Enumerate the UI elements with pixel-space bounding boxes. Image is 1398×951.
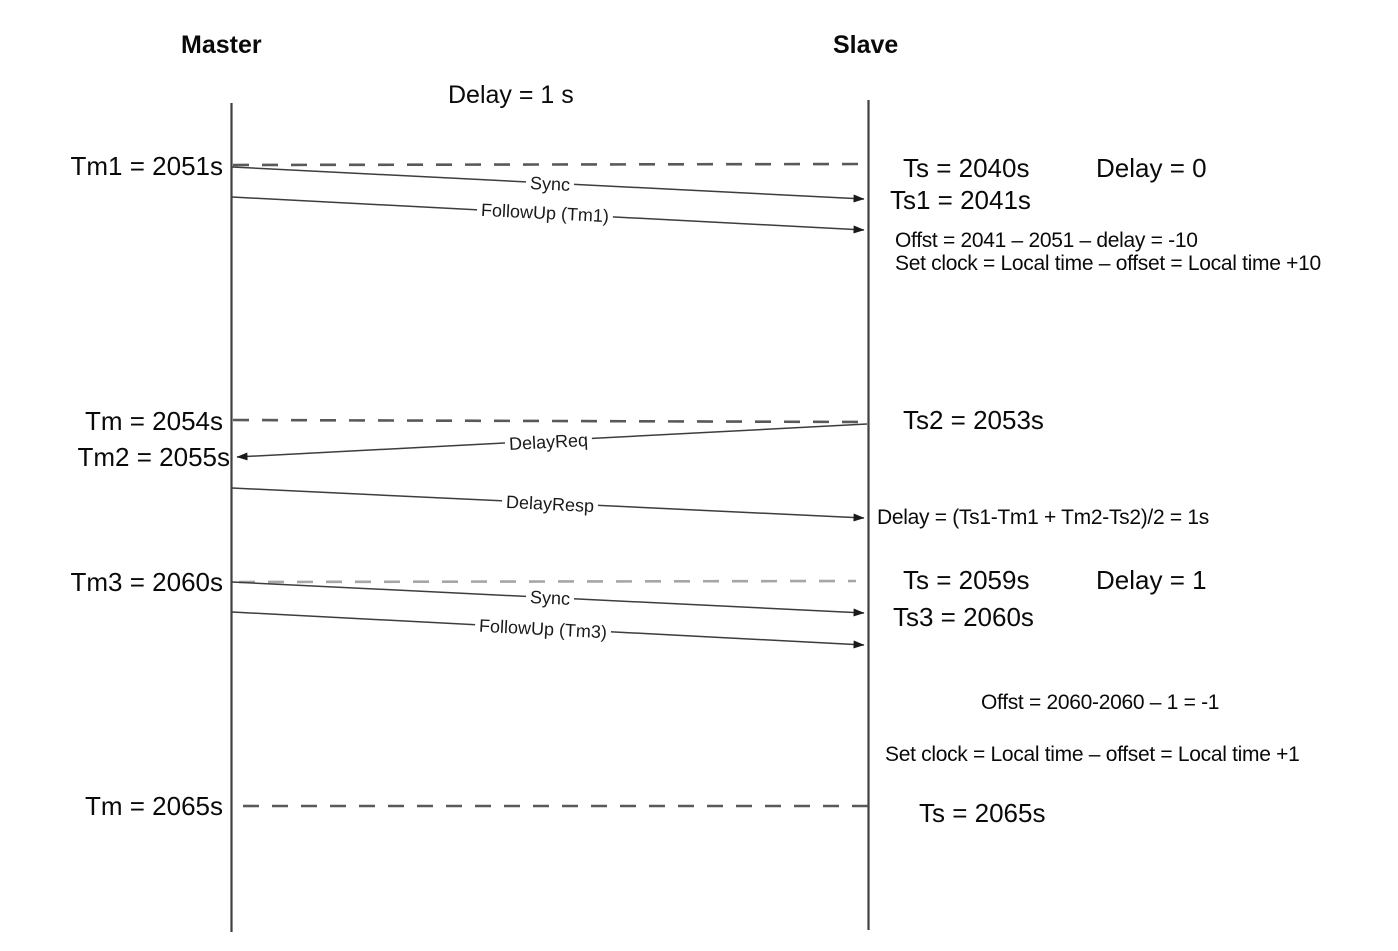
slave-event-ts2059: Ts = 2059s bbox=[903, 565, 1030, 595]
offset-calc-2: Offst = 2060-2060 – 1 = -1 bbox=[981, 691, 1220, 714]
slave-event-ts2040: Ts = 2040s bbox=[903, 153, 1030, 183]
master-event-tm2065: Tm = 2065s bbox=[84, 791, 223, 821]
slave-event-ts2: Ts2 = 2053s bbox=[903, 405, 1044, 435]
delayresp-message-label: DelayResp bbox=[501, 492, 599, 516]
delay-calc: Delay = (Ts1-Tm1 + Tm2-Ts2)/2 = 1s bbox=[877, 506, 1209, 529]
slave-event-ts1: Ts1 = 2041s bbox=[890, 185, 1031, 215]
slave-column-title: Slave bbox=[833, 31, 899, 59]
slave-delay1-label: Delay = 1 bbox=[1096, 565, 1207, 595]
time-dashed-line-tm1 bbox=[232, 162, 859, 167]
set-clock-calc-2: Set clock = Local time – offset = Local … bbox=[885, 743, 1300, 766]
sync1-message-label: Sync bbox=[525, 173, 575, 195]
slave-delay0-label: Delay = 0 bbox=[1096, 153, 1207, 183]
offset-calc-1: Offst = 2041 – 2051 – delay = -10 bbox=[895, 229, 1198, 252]
delayreq-message-label: DelayReq bbox=[504, 430, 593, 454]
slave-event-ts3: Ts3 = 2060s bbox=[893, 602, 1034, 632]
set-clock-calc-1: Set clock = Local time – offset = Local … bbox=[895, 252, 1321, 275]
time-dashed-line-tm2054 bbox=[232, 418, 867, 424]
master-event-tm2: Tm2 = 2055s bbox=[77, 442, 230, 472]
master-event-tm2054: Tm = 2054s bbox=[84, 406, 223, 436]
master-event-tm3: Tm3 = 2060s bbox=[70, 567, 223, 597]
link-delay-note: Delay = 1 s bbox=[448, 81, 574, 109]
master-event-tm1: Tm1 = 2051s bbox=[70, 151, 223, 181]
master-column-title: Master bbox=[181, 31, 262, 59]
sync2-message-label: Sync bbox=[525, 587, 575, 609]
time-dashed-line-tm3 bbox=[238, 579, 857, 584]
slave-event-ts2065: Ts = 2065s bbox=[919, 798, 1046, 828]
